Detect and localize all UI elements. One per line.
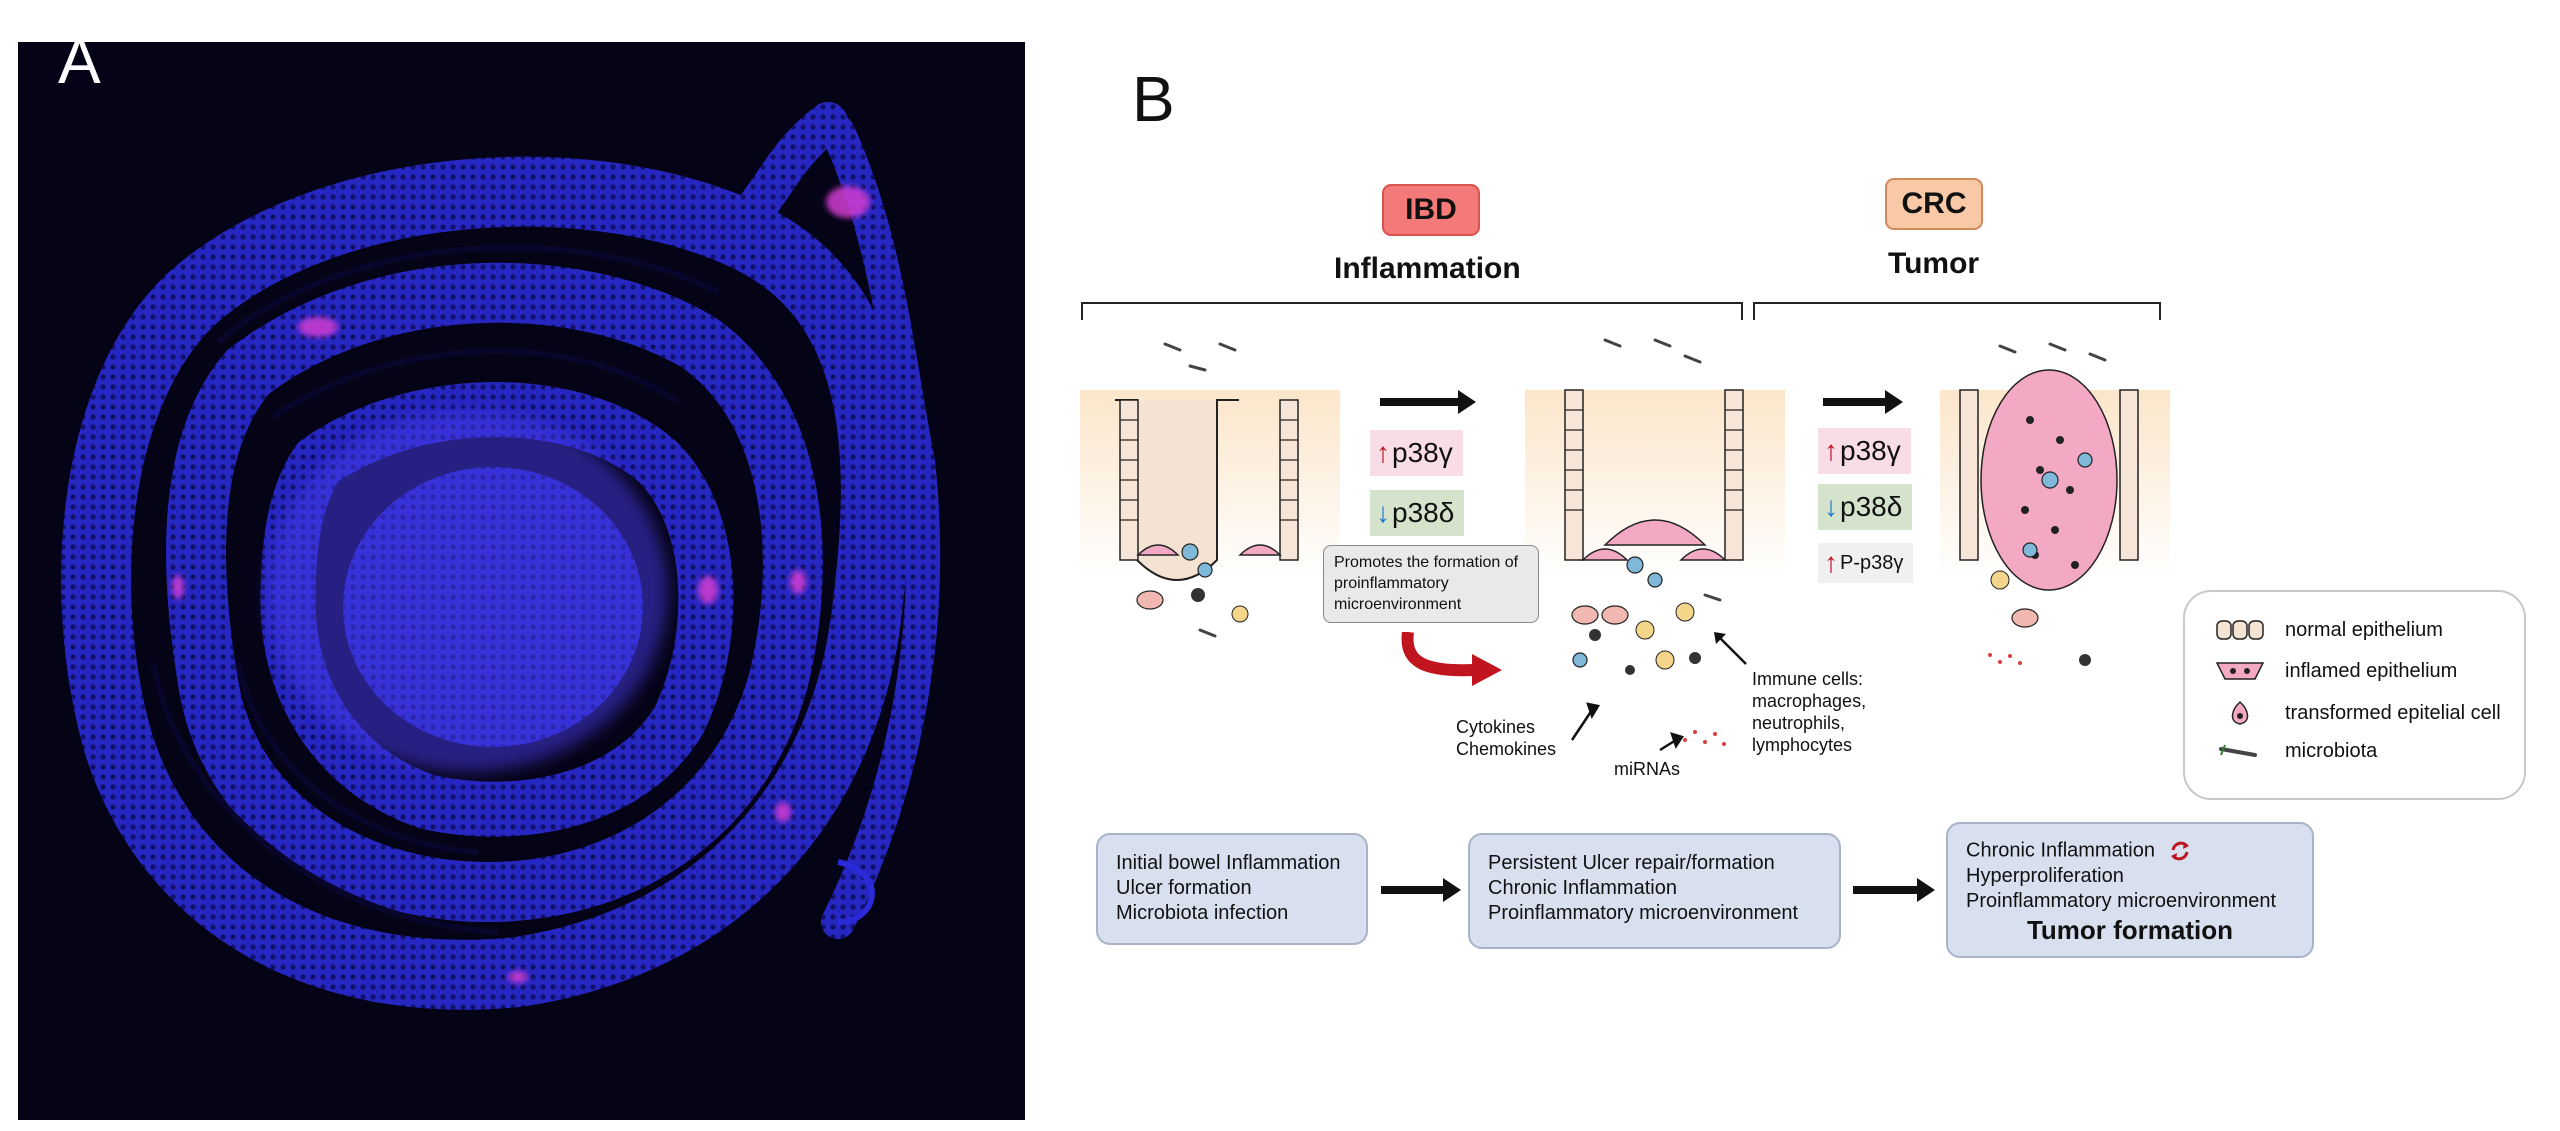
progression-arrow-2 [1823,390,1903,414]
up-arrow-icon: ↑ [1824,435,1838,466]
cytokines-label: Cytokines Chemokines [1456,716,1556,760]
phospho-p38-gamma-tag: ↑ P-p38γ [1818,543,1914,583]
box2-line-2: Chronic Inflammation [1488,877,1677,899]
p38-gamma-label-2: p38γ [1840,435,1901,466]
legend-inflamed-label: inflamed epithelium [2285,659,2458,682]
tumor-crypt-illustration [1940,342,2170,666]
immune-cells-label: Immune cells: macrophages, neutrophils, … [1752,668,1866,756]
initial-stage-box: Initial bowel Inflammation Ulcer formati… [1096,833,1368,945]
immune-line-3: neutrophils, [1752,713,1846,733]
annotation-pointer-arrows [1570,702,1684,752]
p38-delta-down-tag: ↓ p38δ [1370,490,1465,536]
box-arrow-1 [1381,878,1461,902]
legend: normal epithelium inflamed epithelium tr… [2183,590,2526,800]
crc-badge: CRC [1885,178,1983,230]
panel-label-b: B [1132,63,1175,135]
box2-line-3: Proinflammatory microenvironment [1488,902,1799,924]
chemokines-text: Chemokines [1456,739,1557,759]
transformed-cell-icon [2231,700,2249,725]
immune-pointer-arrow-icon [1714,632,1747,665]
p38-delta-label: p38δ [1392,497,1455,528]
panel-label-a: A [58,25,101,97]
normal-epithelium-icon [2216,620,2264,640]
p38-delta-label-2: p38δ [1840,491,1903,522]
cytokines-text: Cytokines [1456,717,1536,737]
box2-line-1: Persistent Ulcer repair/formation [1488,852,1775,874]
immune-line-2: macrophages, [1752,691,1867,711]
progression-arrow-1 [1380,390,1476,414]
tumor-stage-box: Chronic Inflammation Hyperproliferation … [1946,822,2314,958]
legend-transformed: transformed epitelial cell [2215,700,2501,726]
micrograph-image [18,42,1025,1120]
p38-gamma-label: p38γ [1392,437,1453,468]
legend-normal-label: normal epithelium [2285,618,2443,641]
up-arrow-icon: ↑ [1376,437,1390,468]
legend-transformed-label: transformed epitelial cell [2285,701,2501,724]
promotes-note: Promotes the formation of proinflammator… [1323,545,1539,623]
inflamed-crypt-illustration [1525,338,1785,675]
p38-gamma-up-tag: ↑ p38γ [1370,430,1463,476]
box1-line-3: Microbiota infection [1116,902,1289,924]
down-arrow-icon: ↓ [1376,497,1390,528]
tumor-formation-label: Tumor formation [2026,915,2234,945]
box1-line-1: Initial bowel Inflammation [1116,852,1341,874]
cycle-arrows-icon [2170,841,2189,861]
p38-delta-down-tag-2: ↓ p38δ [1818,484,1913,530]
fluorescence-micrograph [18,42,1025,1120]
normal-crypt-illustration [1080,342,1340,638]
inflammation-title: Inflammation [1334,252,1521,285]
up-arrow-icon: ↑ [1824,547,1838,578]
down-arrow-icon: ↓ [1824,491,1838,522]
box1-line-2: Ulcer formation [1116,877,1252,899]
tumor-bracket [1753,302,2161,320]
immune-line-4: lymphocytes [1752,735,1853,755]
box3-line-1-text: Chronic Inflammation [1966,839,2155,862]
tumor-title: Tumor [1888,247,1980,280]
legend-normal: normal epithelium [2215,618,2443,642]
legend-inflamed: inflamed epithelium [2215,659,2457,683]
box3-line-2: Hyperproliferation [1966,865,2124,887]
box3-line-1: Chronic Inflammation [1966,838,2294,864]
box3-line-3: Proinflammatory microenvironment [1966,890,2277,912]
legend-microbiota-label: microbiota [2285,740,2378,762]
box-arrow-2 [1853,878,1935,902]
microbiota-icon [2219,744,2257,757]
inflamed-epithelium-icon [2215,662,2265,680]
legend-microbiota: microbiota [2215,740,2377,763]
mirnas-label: miRNAs [1614,759,1680,779]
inflammation-bracket [1081,302,1743,320]
immune-line-1: Immune cells: [1752,669,1864,689]
ibd-badge: IBD [1382,184,1480,236]
curved-red-arrow-icon [1401,632,1502,686]
p38-gamma-up-tag-2: ↑ p38γ [1818,428,1911,474]
mirna-dots [1683,730,1726,746]
phospho-p38-gamma-label: P-p38γ [1840,551,1904,574]
persistent-stage-box: Persistent Ulcer repair/formation Chroni… [1468,833,1841,949]
